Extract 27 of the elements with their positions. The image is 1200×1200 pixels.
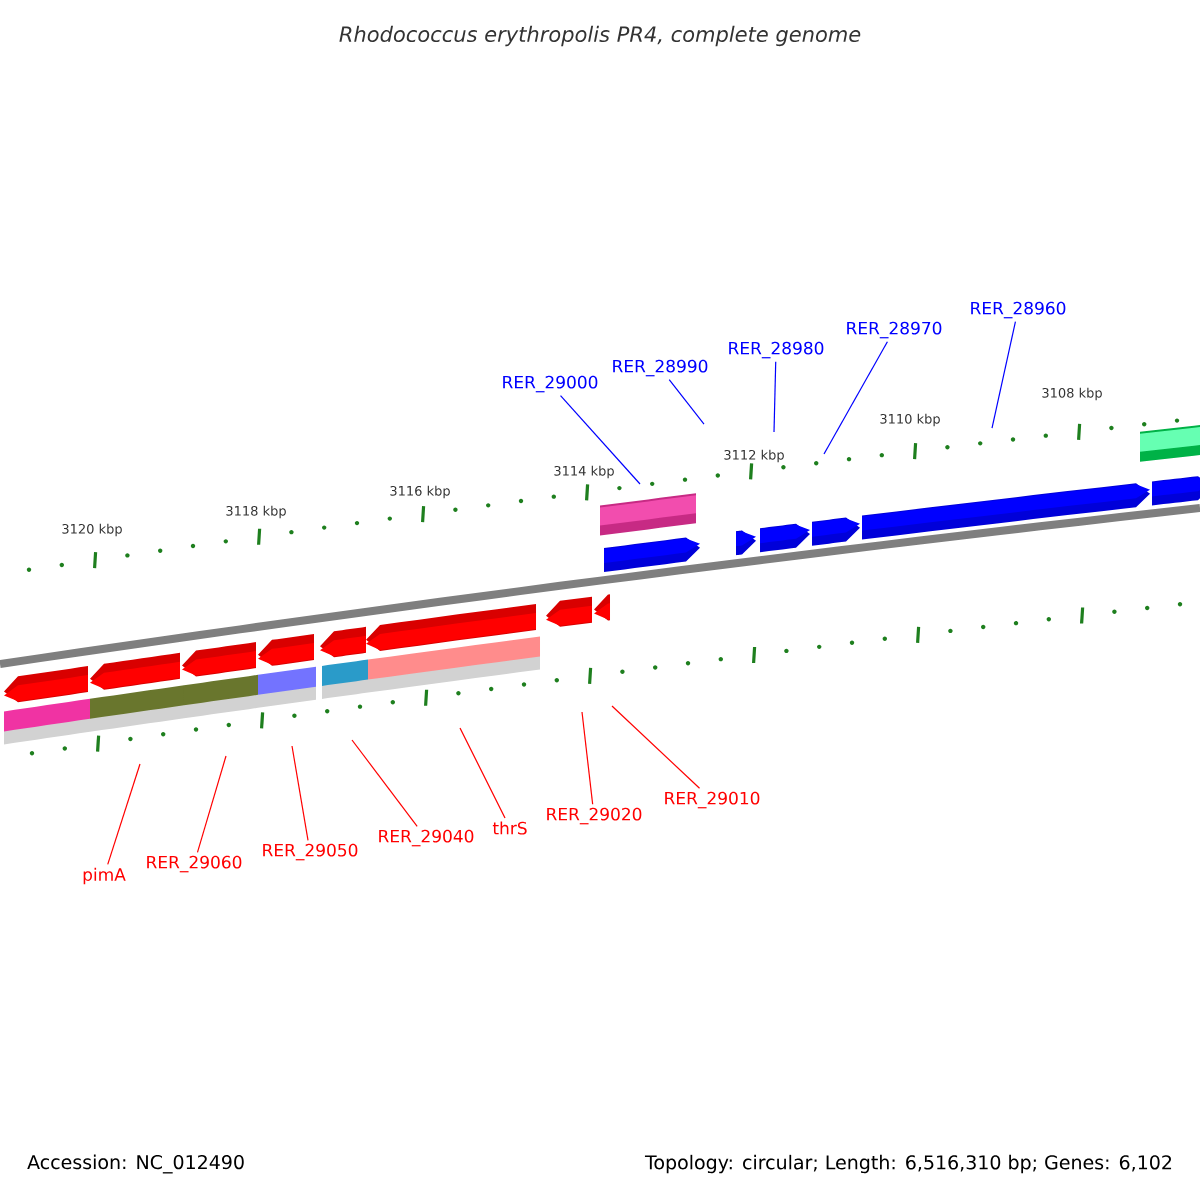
leader-line bbox=[611, 705, 701, 789]
gene-label: RER_28970 bbox=[847, 321, 942, 339]
leader-line bbox=[991, 321, 1017, 429]
gene-label: RER_29050 bbox=[263, 843, 358, 861]
gene-label: RER_29000 bbox=[503, 375, 598, 393]
leader-line bbox=[668, 379, 705, 425]
footer-text: Topology: circular; Length: 6,516,310 bp; Genes: 6,102 bbox=[644, 1154, 1172, 1174]
gene-label: RER_28990 bbox=[613, 359, 708, 377]
leader-line bbox=[773, 361, 777, 433]
leader-line bbox=[823, 341, 888, 455]
gene-label: RER_29040 bbox=[379, 829, 474, 847]
gene-label: RER_28980 bbox=[729, 341, 824, 359]
gene-label: RER_29060 bbox=[147, 855, 242, 873]
title: Rhodococcus erythropolis PR4, complete genome bbox=[339, 25, 861, 47]
gene-label: RER_29020 bbox=[547, 807, 642, 825]
footer-text: Accession: NC_012490 bbox=[27, 1154, 244, 1174]
leader-line bbox=[459, 727, 506, 819]
gene-label: pimA bbox=[83, 867, 126, 885]
leader-line bbox=[559, 395, 641, 485]
leader-line bbox=[581, 711, 594, 805]
leader-line bbox=[291, 745, 309, 841]
gene-label: RER_29010 bbox=[665, 791, 760, 809]
gene-label: thrS bbox=[492, 821, 527, 835]
gene-label: RER_28960 bbox=[971, 301, 1066, 319]
leader-line bbox=[107, 763, 141, 865]
leader-line bbox=[196, 755, 227, 853]
leader-line bbox=[351, 739, 418, 827]
